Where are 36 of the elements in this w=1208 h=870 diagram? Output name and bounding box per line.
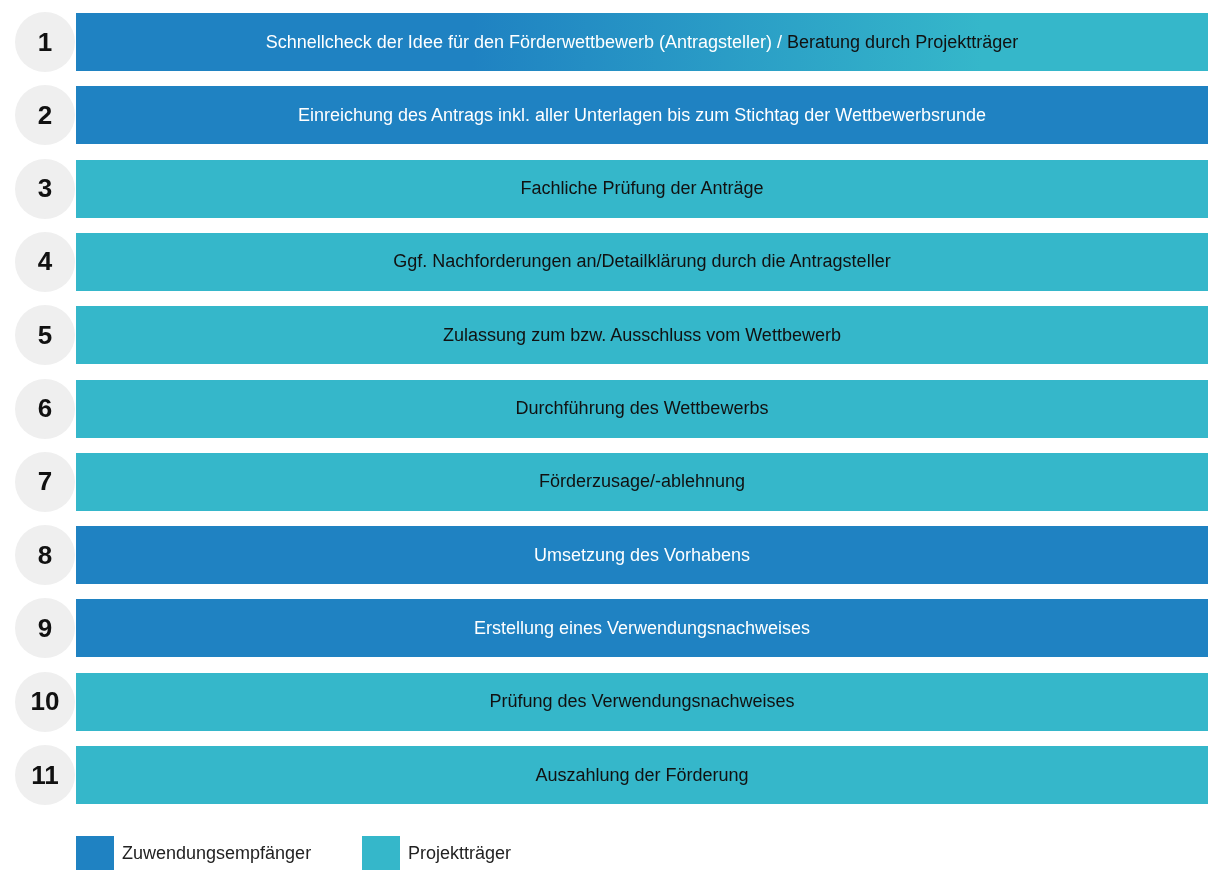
- step-text: Förderzusage/-ablehnung: [538, 471, 746, 493]
- step-text: Prüfung des Verwendungsnachweises: [489, 691, 795, 713]
- step-bar: [76, 306, 1208, 365]
- step-bar: [76, 452, 1208, 511]
- step-number: 11: [15, 745, 75, 805]
- step-text: Zulassung zum bzw. Ausschluss vom Wettbewerb: [443, 324, 841, 346]
- step-number: 10: [15, 671, 75, 732]
- step-text: Schnellcheck der Idee für den Förderwettbewerb (Antragsteller) /: [265, 31, 783, 53]
- step-bar: [76, 746, 1208, 804]
- shared-step-bar: [76, 13, 1208, 71]
- step-number: 9: [15, 598, 75, 659]
- step-number: 6: [15, 378, 75, 439]
- step-bar: [76, 232, 1208, 291]
- step-text: Erstellung eines Verwendungsnachweises: [473, 617, 811, 639]
- step-text: Auszahlung der Förderung: [535, 764, 749, 786]
- step-number: 8: [15, 525, 75, 586]
- step-text: Einreichung des Antrags inkl. aller Unterlagen bis zum Stichtag der Wettbewerbsrunde: [297, 104, 986, 126]
- step-bar: [76, 599, 1208, 658]
- step-bar: [76, 159, 1208, 218]
- legend-label: Zuwendungsempfänger: [122, 842, 312, 864]
- step-number: 4: [15, 231, 75, 292]
- legend-label: Projektträger: [408, 842, 512, 864]
- step-text: Fachliche Prüfung der Anträge: [520, 178, 764, 200]
- step-text: Ggf. Nachforderungen an/Detailklärung durch die Antragsteller: [393, 251, 891, 273]
- step-text: Durchführung des Wettbewerbs: [515, 398, 769, 419]
- step-number: 5: [15, 305, 75, 366]
- step-text: Umsetzung des Vorhabens: [533, 544, 751, 566]
- step-number: 1: [15, 12, 75, 72]
- step-bar: [76, 526, 1208, 585]
- step-bar: [76, 672, 1208, 731]
- step-number: 3: [15, 158, 75, 219]
- step-number: 7: [15, 451, 75, 512]
- step-text: Beratung durch Projektträger: [786, 31, 1019, 53]
- step-bar: [76, 379, 1208, 438]
- step-number: 2: [15, 85, 75, 146]
- step-bar: [76, 86, 1208, 145]
